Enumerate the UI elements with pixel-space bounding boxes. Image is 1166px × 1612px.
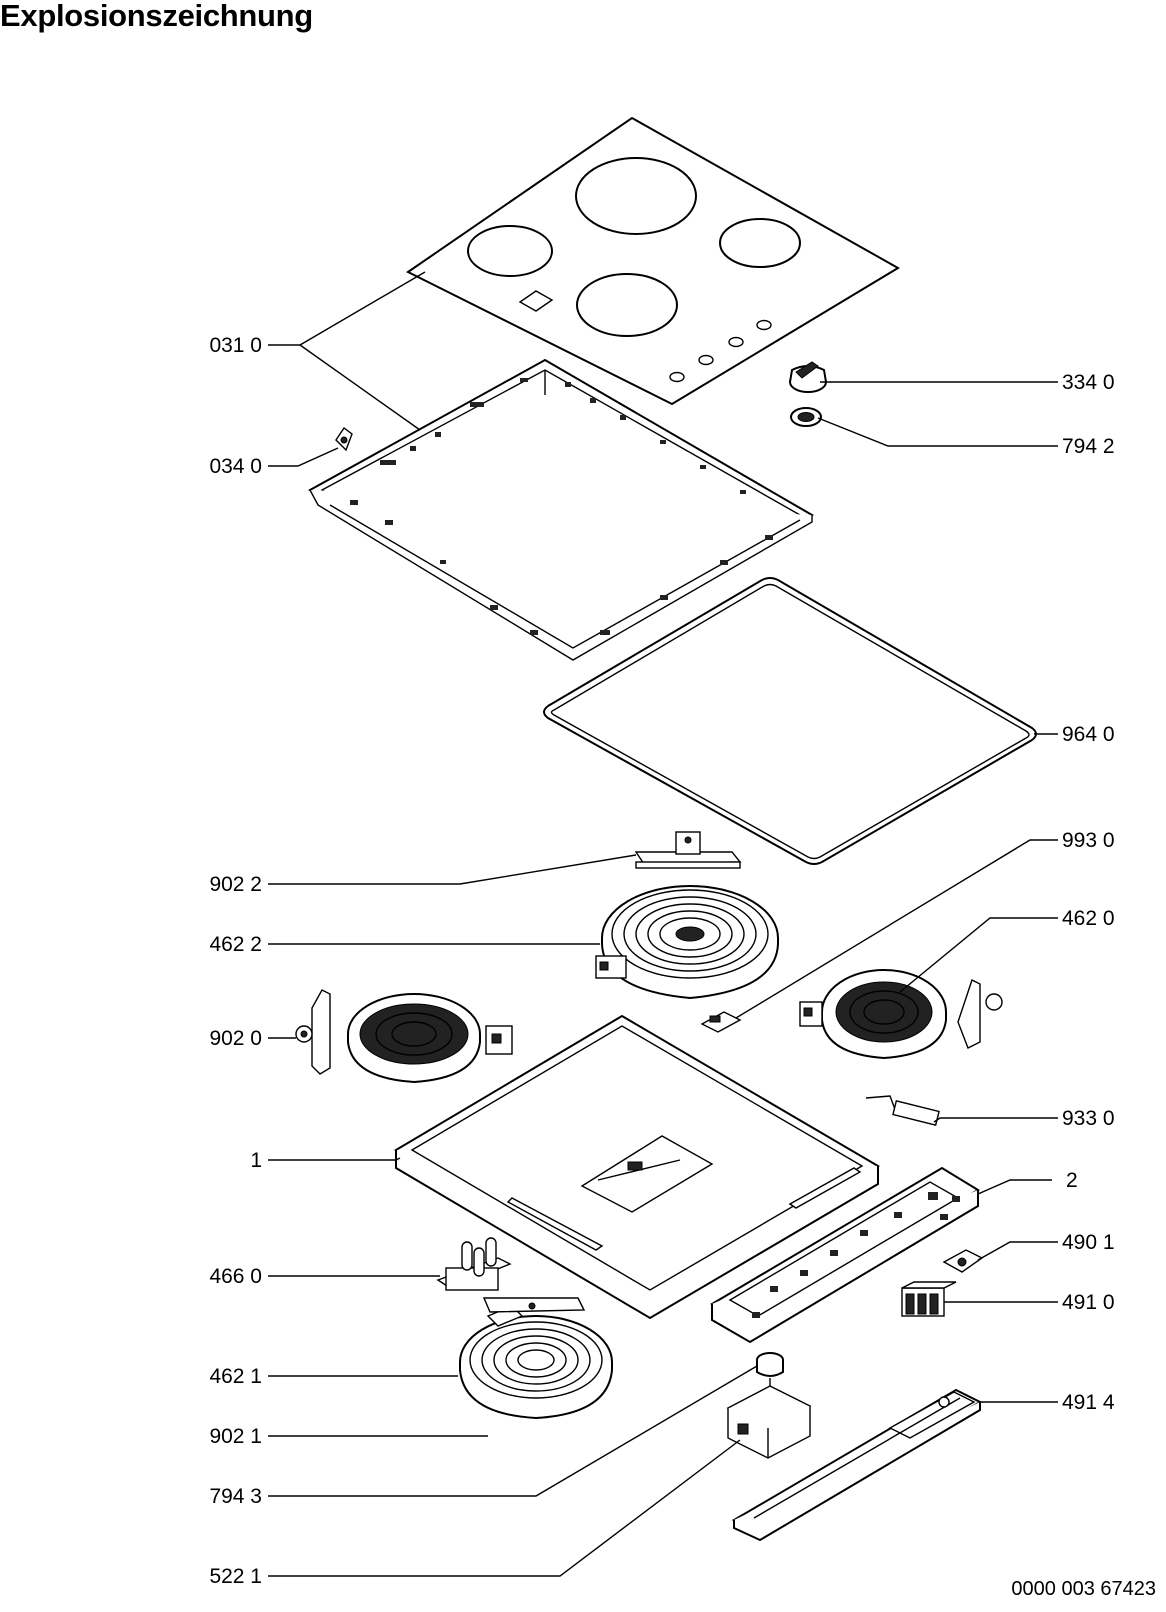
switch-contact xyxy=(942,1249,984,1273)
control-housing xyxy=(710,1166,980,1344)
document-number: 0000 003 67423 xyxy=(1011,1578,1156,1600)
page-title: Explosionszeichnung xyxy=(0,0,313,33)
heater-bracket-left xyxy=(295,989,331,1075)
label-334-0: 334 0 xyxy=(1062,371,1115,394)
label-462-1: 462 1 xyxy=(209,1365,262,1388)
radiant-heater-left xyxy=(347,993,513,1084)
label-491-0: 491 0 xyxy=(1062,1291,1115,1314)
label-031-0: 031 0 xyxy=(209,334,262,357)
regulator-knob-cap xyxy=(756,1352,784,1377)
label-964-0: 964 0 xyxy=(1062,723,1115,746)
label-933-0: 933 0 xyxy=(1062,1107,1115,1130)
connector-block xyxy=(436,1237,512,1291)
label-462-0: 462 0 xyxy=(1062,907,1115,930)
control-knob xyxy=(789,361,827,393)
knob-seal-ring xyxy=(790,407,822,427)
radiant-heater-right xyxy=(799,969,1003,1060)
cover-strip xyxy=(731,1388,983,1542)
frame-gasket xyxy=(543,577,1037,865)
label-490-1: 490 1 xyxy=(1062,1231,1115,1254)
cooktop-frame xyxy=(308,358,815,661)
heater-bracket-bottom xyxy=(482,1297,586,1313)
frame-clip xyxy=(335,426,353,452)
terminal-block xyxy=(901,1281,957,1317)
label-2: 2 xyxy=(1066,1169,1078,1192)
label-794-3: 794 3 xyxy=(209,1485,262,1508)
label-902-1: 902 1 xyxy=(209,1425,262,1448)
label-522-1: 522 1 xyxy=(209,1565,262,1588)
label-034-0: 034 0 xyxy=(209,455,262,478)
label-902-2: 902 2 xyxy=(209,873,262,896)
label-462-2: 462 2 xyxy=(209,933,262,956)
temperature-sensor xyxy=(865,1095,940,1126)
leader-lines xyxy=(268,271,1058,1577)
label-491-4: 491 4 xyxy=(1062,1391,1115,1414)
label-1: 1 xyxy=(250,1149,262,1172)
label-794-2: 794 2 xyxy=(1062,435,1115,458)
base-tray xyxy=(394,1014,880,1320)
heater-bracket-large xyxy=(634,831,742,869)
radiant-heater-large xyxy=(595,885,779,1000)
radiant-heater-bottom xyxy=(459,1305,613,1420)
energy-regulator xyxy=(726,1378,812,1459)
label-902-0: 902 0 xyxy=(209,1027,262,1050)
temperature-limiter-clip xyxy=(700,1011,742,1033)
part-labels: 031 0 034 0 334 0 794 2 964 0 993 0 902 … xyxy=(209,334,1114,1588)
cooktop-glass-plate xyxy=(406,116,900,406)
label-993-0: 993 0 xyxy=(1062,829,1115,852)
label-466-0: 466 0 xyxy=(209,1265,262,1288)
